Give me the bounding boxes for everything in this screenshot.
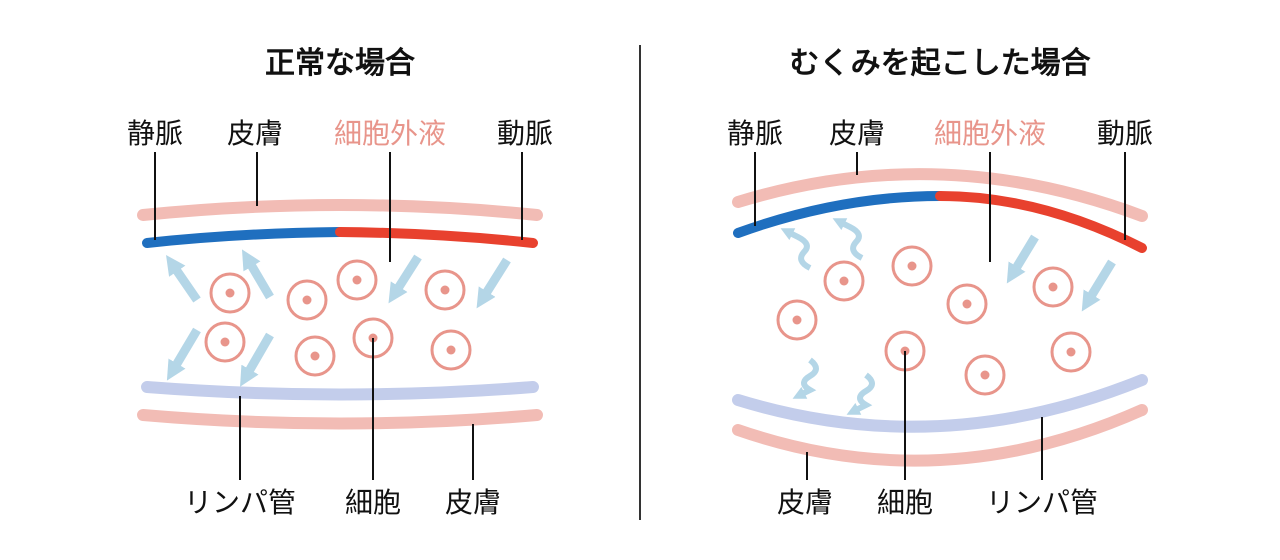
wavy-arrow-icon — [846, 372, 875, 415]
left-skin-top — [137, 199, 543, 221]
right-artery — [935, 191, 1147, 253]
label-skin-bottom: 皮膚 — [445, 486, 501, 519]
right-vein — [733, 191, 945, 238]
cell — [286, 279, 328, 321]
arrow-icon — [1081, 259, 1116, 312]
arrow-icon — [476, 257, 511, 309]
label-extracellular-fluid: 細胞外液 — [334, 117, 446, 150]
label-cell: 細胞 — [345, 486, 401, 519]
left-artery — [335, 227, 538, 248]
arrow-icon — [1006, 234, 1039, 284]
right-skin-top — [732, 168, 1148, 222]
left-cells — [204, 259, 472, 377]
label-skin-top: 皮膚 — [227, 117, 283, 150]
label-artery: 動脈 — [1097, 117, 1153, 150]
cell — [946, 283, 988, 325]
left-skin-bottom — [137, 409, 543, 430]
cell — [204, 321, 246, 363]
label-skin-top: 皮膚 — [829, 117, 885, 150]
arrow-icon — [240, 332, 274, 387]
label-lymph: リンパ管 — [986, 486, 1098, 519]
label-cell: 細胞 — [877, 486, 933, 519]
left-panel: 正常な場合 — [127, 46, 553, 519]
cell — [1050, 331, 1092, 373]
arrow-icon — [388, 254, 422, 304]
right-arrows — [1006, 234, 1116, 312]
cell — [430, 329, 472, 371]
cell — [964, 354, 1006, 396]
label-lymph: リンパ管 — [184, 486, 296, 519]
right-wavy-arrows — [780, 218, 875, 415]
cell — [891, 245, 933, 287]
left-vein — [142, 227, 345, 248]
left-arrows — [166, 249, 511, 387]
right-panel: むくみを起こした場合 — [727, 46, 1153, 519]
left-panel-title: 正常な場合 — [265, 46, 415, 81]
wavy-arrow-icon — [792, 357, 819, 399]
right-panel-title: むくみを起こした場合 — [789, 46, 1090, 81]
left-lymph-vessel — [141, 381, 539, 401]
arrow-icon — [166, 254, 201, 303]
cell — [1032, 266, 1074, 308]
wavy-arrow-icon — [780, 228, 812, 271]
cell — [209, 272, 251, 314]
right-skin-bottom — [732, 404, 1148, 467]
right-cells — [776, 245, 1092, 396]
label-extracellular-fluid: 細胞外液 — [934, 117, 1046, 150]
label-skin-bottom: 皮膚 — [777, 486, 833, 519]
right-lymph-vessel — [732, 374, 1148, 433]
cell — [336, 259, 378, 301]
label-artery: 動脈 — [497, 117, 553, 150]
cell — [294, 335, 336, 377]
arrow-icon — [241, 249, 274, 300]
arrow-icon — [166, 327, 201, 381]
wavy-arrow-icon — [832, 218, 864, 261]
cell — [424, 269, 466, 311]
cell — [776, 299, 818, 341]
label-vein: 静脈 — [727, 117, 783, 150]
label-vein: 静脈 — [127, 117, 183, 150]
cell — [823, 260, 865, 302]
